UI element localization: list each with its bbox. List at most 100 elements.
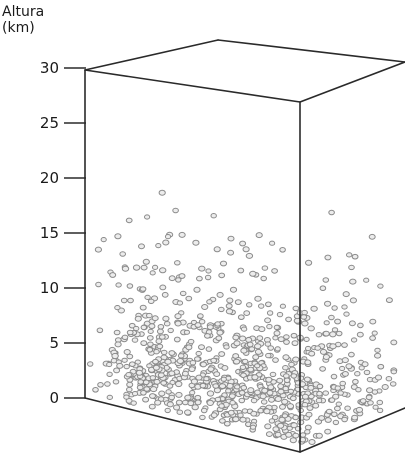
air-particle [92,387,99,393]
air-particle [140,390,147,396]
air-particle [213,371,221,378]
air-particle [324,254,332,261]
air-particle [121,265,130,272]
air-particle [148,323,156,330]
air-particle [167,327,174,334]
air-particle [318,415,326,421]
air-particle [277,336,285,343]
air-particle [348,351,355,358]
air-particle [104,381,111,387]
air-particle [160,349,168,356]
air-particle [131,391,139,397]
air-particle [142,258,150,265]
air-particle [292,356,300,363]
air-particle [164,234,172,240]
air-particle [239,240,247,247]
air-particle [356,331,364,338]
air-particle [250,410,258,417]
air-particle [369,335,377,341]
tick-label-30: 30 [40,59,59,77]
air-particle [96,327,104,334]
air-particle [359,398,367,404]
air-particle [152,364,160,371]
air-particle [299,432,307,438]
air-particle [163,321,171,327]
air-particle [115,282,122,288]
air-particle [218,383,227,390]
air-particle [290,373,297,379]
air-particle [200,361,207,368]
air-particle [146,335,154,341]
tick-label-15: 15 [40,224,59,242]
air-particle [271,268,279,274]
air-particle [164,358,172,365]
air-particle [177,353,185,359]
air-particle [279,247,286,253]
air-particle [125,372,132,378]
altitude-axis-title: Altura (km) [2,4,44,36]
air-particle [325,408,333,415]
air-particle [308,350,316,357]
air-particle [371,389,379,395]
air-particle [199,382,207,389]
air-particle [112,379,120,385]
air-particle [324,428,332,435]
air-particle [126,283,134,289]
air-particle [174,320,182,327]
air-particle [335,401,342,407]
air-particle [240,385,248,391]
air-particle [239,364,247,370]
air-particle [185,344,193,351]
air-particle [183,329,190,335]
air-particle [273,330,281,337]
air-particle [258,303,265,309]
air-particle [250,424,257,430]
air-particle [194,399,202,406]
air-particle [213,246,221,253]
air-particle [242,246,250,253]
air-particle [286,403,295,410]
air-particle [176,300,184,306]
air-particle [140,340,148,347]
air-particle [246,302,253,308]
air-particle [254,389,261,396]
air-particle [343,311,350,317]
air-particle [374,374,383,381]
air-particle [345,363,353,370]
air-particle [106,394,114,400]
box-edge-top-front [84,69,301,103]
air-particle [204,274,212,281]
air-particle [200,407,208,414]
air-particle [371,330,378,336]
air-particle [267,384,275,391]
air-particle [334,318,342,325]
air-particle [195,350,202,357]
air-particle [189,390,196,396]
air-particle [140,324,148,331]
air-particle [142,396,150,403]
air-particle [239,416,247,423]
air-particle [261,265,269,271]
air-particle [176,358,185,364]
air-particle [316,383,324,390]
air-particle [305,345,312,352]
air-particle [191,404,199,411]
air-particle [251,374,259,381]
air-particle [175,277,182,283]
air-particle [322,354,330,360]
air-particle [319,285,327,292]
air-particle [269,371,277,378]
air-particle [274,431,282,438]
air-particle [266,323,273,330]
air-particle [351,414,359,421]
air-particle [149,270,156,276]
air-particle [304,359,312,366]
air-particle [215,335,223,342]
air-particle [158,390,166,397]
air-particle [328,209,335,216]
air-particle [229,400,236,406]
air-particle [282,385,289,392]
air-particle [227,409,235,416]
air-particle [139,286,147,292]
tick-label-25: 25 [40,114,59,132]
